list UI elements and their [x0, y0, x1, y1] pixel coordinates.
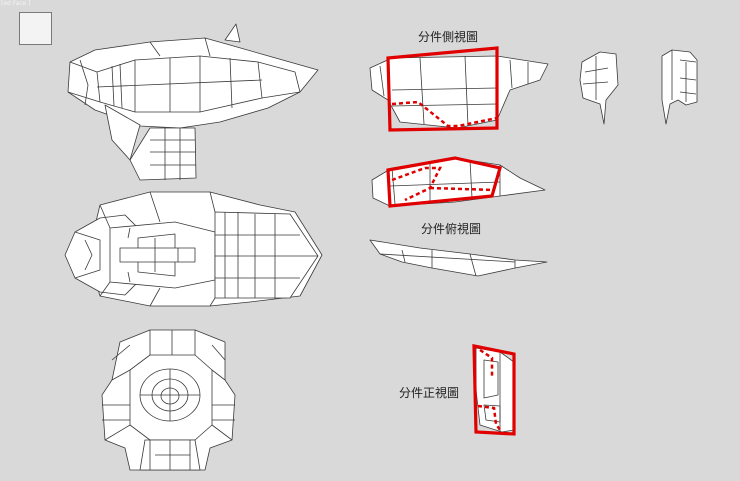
highlight-dotted-side	[391, 100, 498, 128]
highlight-dotted-top-b	[429, 186, 496, 192]
viewport-color-swatch[interactable]	[19, 12, 52, 45]
label-side-view: 分件側視圖	[418, 30, 479, 44]
highlight-box-side	[386, 46, 499, 132]
part-side-view	[369, 55, 549, 129]
highlight-dotted-front-a	[479, 348, 494, 378]
highlight-annotations	[386, 46, 516, 436]
label-front-view: 分件正視圖	[399, 386, 460, 400]
highlight-box-front	[472, 344, 516, 436]
highlight-dotted-front-b	[477, 404, 502, 431]
highlight-dotted-top-a	[391, 166, 443, 202]
highlight-box-top	[386, 156, 503, 208]
model-top-view	[64, 191, 323, 307]
part-lower-view	[369, 239, 548, 277]
model-side-view	[67, 23, 319, 181]
model-front-view	[101, 329, 236, 471]
part-top-view	[371, 157, 546, 207]
part-front-view-b	[661, 49, 698, 125]
label-top-view: 分件俯視圖	[421, 222, 482, 236]
viewport-label[interactable]: [ed Face ]	[1, 0, 31, 7]
part-front-view-main	[475, 347, 515, 433]
part-front-view-a	[579, 51, 619, 125]
